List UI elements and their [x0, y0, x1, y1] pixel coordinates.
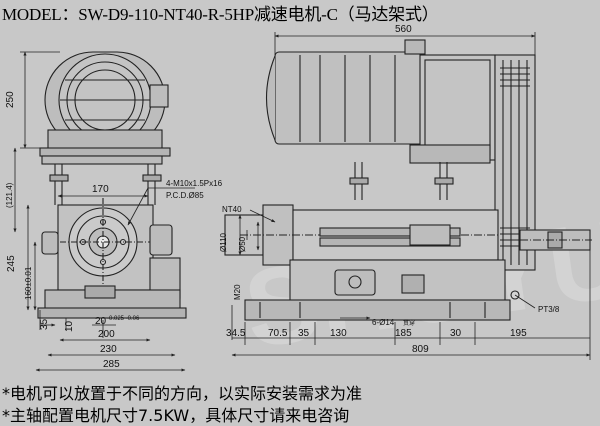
dim-809: 809	[412, 344, 429, 355]
dim-200: 200	[98, 329, 115, 340]
right-dimension-lines	[231, 32, 591, 360]
drawing-title: MODEL：SW-D9-110-NT40-R-5HP减速电机-C（马达架式）	[2, 5, 439, 24]
pcd-label: P.C.D.Ø85	[166, 191, 204, 200]
holes-suffix: 贯穿	[403, 319, 415, 327]
bolt-spec: 4-M10x1.5Px16	[166, 179, 223, 188]
dia-50: Ø50	[238, 236, 247, 252]
dim-170: 170	[92, 184, 109, 195]
nt40-label: NT40	[222, 205, 242, 214]
dim-34-5: 34.5	[226, 328, 246, 339]
dim-185: 185	[395, 328, 412, 339]
dim-160: 160±0.01	[24, 266, 33, 300]
dim-35-left: 35	[39, 318, 50, 330]
dim-195: 195	[510, 328, 527, 339]
m20-label: M20	[233, 284, 242, 300]
holes-label: 6-Ø14	[372, 318, 395, 327]
dim-130: 130	[330, 328, 347, 339]
note-2: *主轴配置电机尺寸7.5KW，具体尺寸请来电咨询	[2, 406, 350, 425]
dim-121-4: (121.4)	[5, 182, 14, 208]
dim-20: 20	[95, 316, 107, 327]
dia-110: Ø110	[219, 232, 228, 252]
motor-side-view	[224, 39, 592, 321]
dim-230: 230	[100, 344, 117, 355]
note-1: *电机可以放置于不同的方向，以实际安装需求为准	[2, 384, 363, 403]
dim-20-tol: -0.025 -0.06	[107, 316, 140, 322]
dim-560: 560	[395, 24, 412, 35]
dim-70-5: 70.5	[268, 328, 288, 339]
pt-thread: PT3/8	[538, 305, 560, 314]
dim-35-right: 35	[298, 328, 310, 339]
dim-10: 10	[64, 320, 75, 332]
left-dimension-lines	[13, 51, 195, 372]
dim-30: 30	[450, 328, 462, 339]
dim-250: 250	[5, 91, 16, 108]
motor-end-view	[37, 51, 187, 319]
dim-285: 285	[103, 359, 120, 370]
dim-245: 245	[6, 255, 17, 272]
